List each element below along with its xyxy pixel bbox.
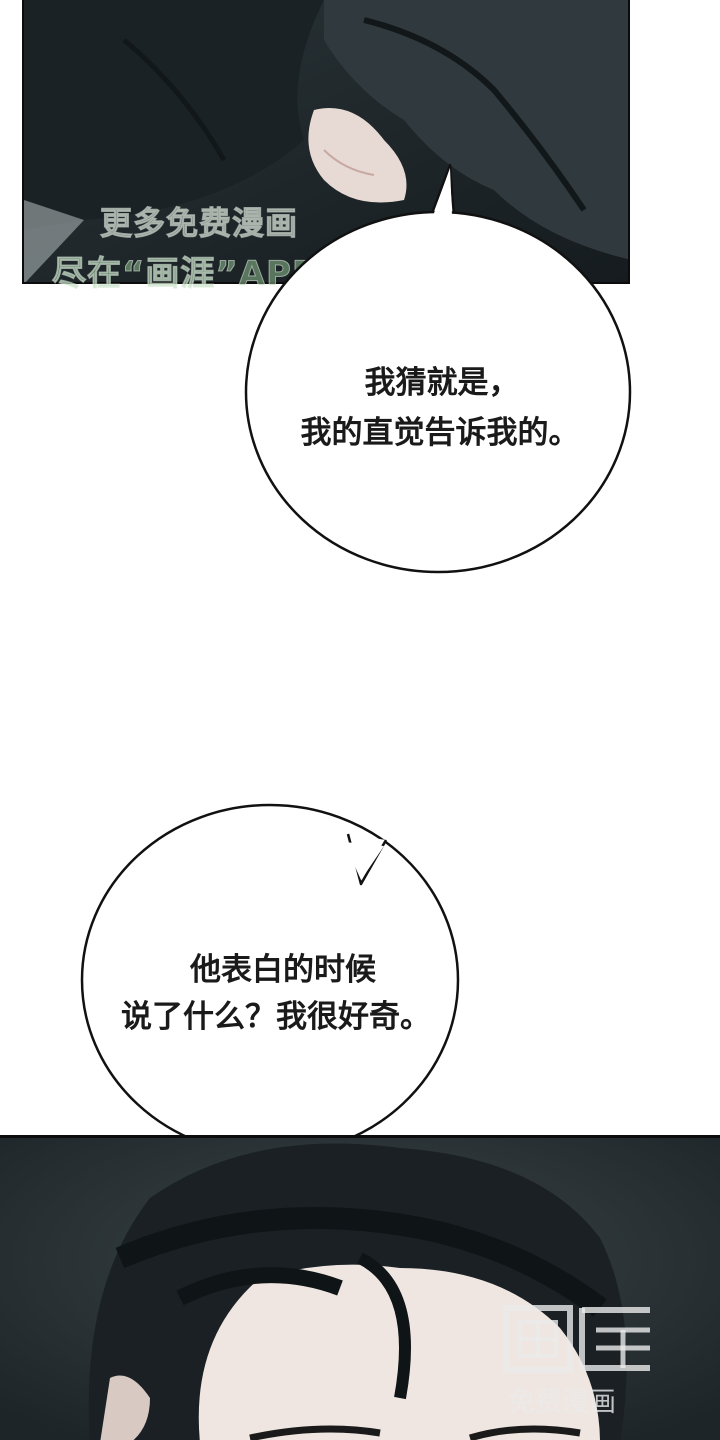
logo-icon [503, 1305, 650, 1373]
speech-bubble-1: 我猜就是， 我的直觉告诉我的。 [244, 163, 632, 574]
watermark-text-line1: 更多免费漫画 [99, 204, 299, 243]
logo-watermark: 画涯 [500, 1300, 660, 1430]
bubble-2-line2: 说了什么？我很好奇。 [121, 999, 431, 1035]
comic-panel-bottom [0, 1135, 720, 1440]
logo-subtitle: 免费漫画 [508, 1387, 616, 1418]
comic-panel-top [22, 0, 630, 284]
watermark-text-line2: 尽在“画涯”APP [52, 254, 318, 295]
bubble-1-line2: 我的直觉告诉我的。 [301, 415, 580, 451]
bubble-2-line1: 他表白的时候 [189, 952, 377, 988]
panel-art-top [24, 0, 628, 282]
bubble-1-line1: 我猜就是， [365, 365, 520, 401]
speech-bubble-2: 他表白的时候 说了什么？我很好奇。 [80, 803, 460, 1157]
panel-art-bottom [0, 1138, 720, 1440]
